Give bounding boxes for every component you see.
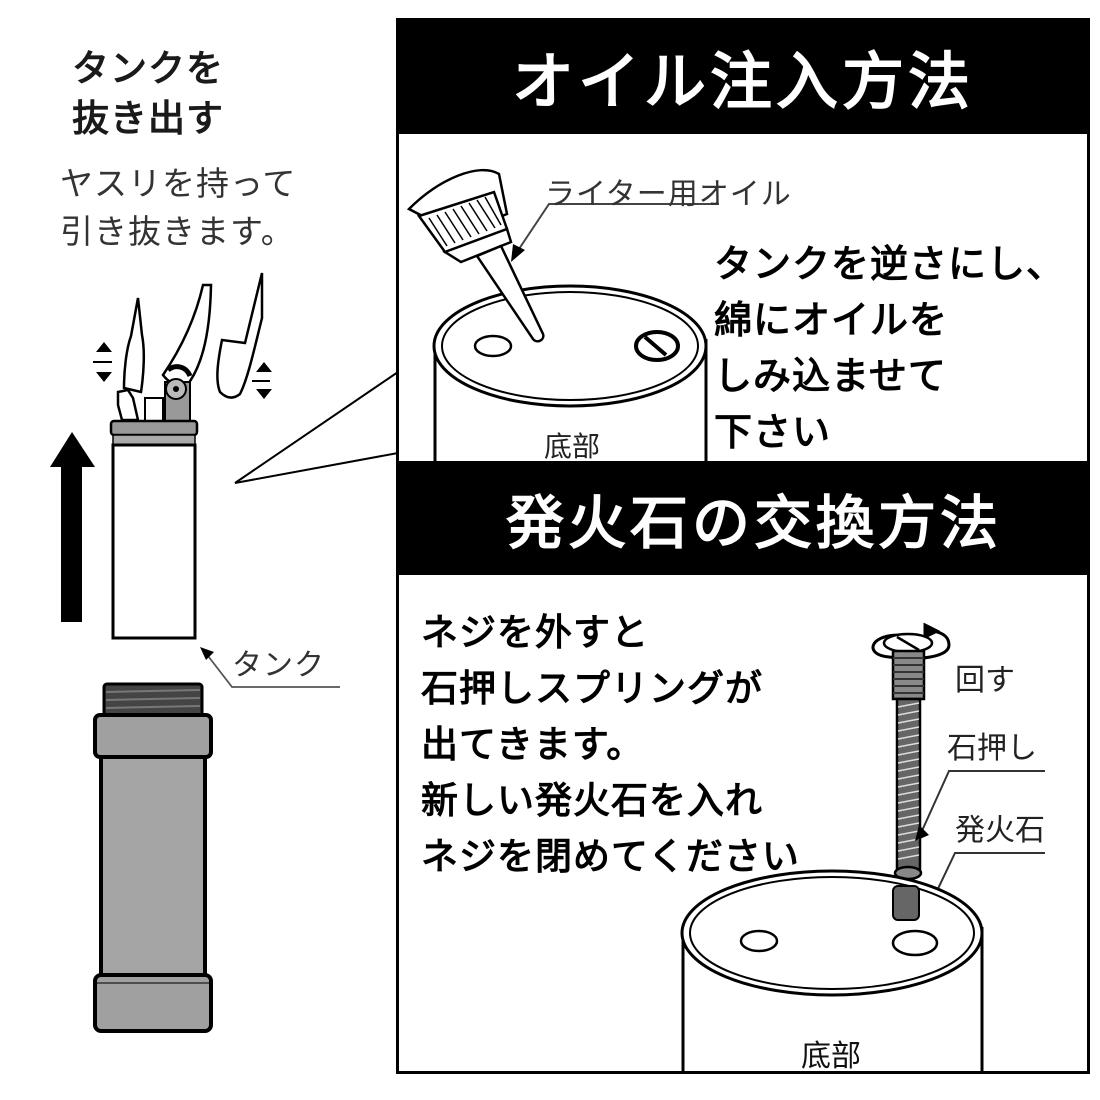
- oil-refill-illustration: [406, 168, 719, 461]
- flint-wheel: [164, 364, 193, 425]
- instruction-line: ネジを外すと: [421, 611, 649, 654]
- instructions-panel: オイル注入方法 ライター用オイル: [396, 18, 1090, 1074]
- tank-bottom-view: [432, 284, 708, 461]
- stone-pusher-label: 石押し: [947, 731, 1037, 766]
- title-line: タンクを: [72, 47, 224, 90]
- wiggle-arrows-right-icon: [252, 362, 272, 399]
- wiggle-arrows-left-icon: [93, 342, 112, 382]
- rotate-label: 回す: [955, 663, 1015, 698]
- lighter-outer-case: [93, 682, 213, 1033]
- description-line: ヤスリを持って: [60, 164, 297, 203]
- oil-refill-instructions: タンクを逆さにし、 綿にオイルを しみ込ませて 下さい: [714, 236, 1065, 460]
- tank-label: タンク: [232, 648, 325, 683]
- remove-tank-description: ヤスリを持って 引き抜きます。: [60, 160, 296, 256]
- instruction-line: 出てきます。: [421, 723, 645, 766]
- flint-label: 発火石: [955, 813, 1045, 848]
- instruction-line: しみ込ませて: [714, 354, 947, 398]
- fingers: [122, 272, 264, 399]
- flint-replacement-instructions: ネジを外すと 石押しスプリングが 出てきます。 新しい発火石を入れ ネジを閉めて…: [421, 605, 800, 885]
- lighter-oil-label: ライター用オイル: [545, 177, 792, 212]
- instruction-line: 下さい: [714, 410, 832, 454]
- oil-bottle-icon: [406, 168, 545, 343]
- instruction-line: 綿にオイルを: [714, 298, 949, 342]
- up-arrow-icon: [50, 432, 95, 622]
- flint-replacement-header: 発火石の交換方法: [396, 461, 1090, 575]
- title-line: 抜き出す: [72, 97, 224, 140]
- oil-refill-header: オイル注入方法: [396, 18, 1090, 134]
- instruction-line: タンクを逆さにし、: [714, 242, 1066, 286]
- instruction-line: 石押しスプリングが: [421, 667, 763, 710]
- description-line: 引き抜きます。: [60, 212, 295, 251]
- bottom-label: 底部: [544, 430, 601, 463]
- rotate-arrow-icon: [871, 622, 951, 660]
- flint-stone: [892, 885, 920, 921]
- lighter-tank-illustration: [50, 272, 399, 1033]
- bottom-label: 底部: [801, 1039, 861, 1074]
- instruction-line: 新しい発火石を入れ: [421, 779, 763, 822]
- instruction-line: ネジを閉めてください: [421, 835, 800, 878]
- flint-replacement-illustration: [680, 622, 1045, 1073]
- remove-tank-title: タンクを 抜き出す: [72, 44, 224, 144]
